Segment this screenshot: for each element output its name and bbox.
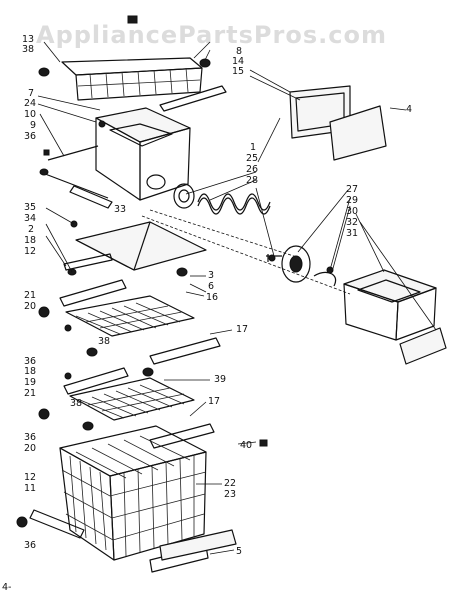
- label-17b: 17: [208, 396, 220, 407]
- label-26: 26: [246, 164, 258, 175]
- top-shelf-frame: [61, 57, 203, 101]
- label-21b: 21: [24, 388, 36, 399]
- label-13: 13: [22, 34, 34, 45]
- label-31: 31: [346, 228, 358, 239]
- label-2: 2: [28, 224, 34, 235]
- label-8: 8: [236, 46, 242, 57]
- label-36c: 36: [24, 432, 36, 443]
- label-39: 39: [214, 374, 226, 385]
- label-20b: 20: [24, 443, 36, 454]
- label-4: 4: [406, 104, 412, 115]
- shelf-bracket-small: [38, 15, 211, 77]
- label-36: 36: [24, 131, 36, 142]
- label-20: 20: [24, 301, 36, 312]
- label-30: 30: [346, 206, 358, 217]
- label-18: 18: [24, 235, 36, 246]
- ice-bin-housing: [95, 107, 191, 201]
- wire-shelf-upper: [38, 279, 195, 337]
- label-22: 22: [224, 478, 236, 489]
- fastener-misc: [43, 149, 72, 380]
- shelf-trim-lower: [149, 423, 215, 449]
- label-38b: 38: [98, 336, 110, 347]
- label-14: 14: [232, 56, 244, 67]
- basket-front-trim: [149, 529, 237, 573]
- label-36b: 36: [24, 356, 36, 367]
- label-15: 15: [232, 66, 244, 77]
- label-27: 27: [346, 184, 358, 195]
- label-12: 12: [24, 246, 36, 257]
- label-33: 33: [114, 204, 126, 215]
- auger-spring: [141, 183, 351, 295]
- label-17: 17: [236, 324, 248, 335]
- leader-lines: [37, 41, 437, 555]
- screw-40: [259, 439, 268, 447]
- label-16: 16: [206, 292, 218, 303]
- label-11: 11: [24, 483, 36, 494]
- label-7: 7: [28, 88, 34, 99]
- label-24: 24: [24, 98, 36, 109]
- label-29: 29: [346, 195, 358, 206]
- label-1: 1: [250, 142, 256, 153]
- label-38c: 38: [70, 398, 82, 409]
- label-23: 23: [224, 489, 236, 500]
- label-3: 3: [208, 270, 214, 281]
- label-21: 21: [24, 290, 36, 301]
- label-12b: 12: [24, 472, 36, 483]
- watermark-text: AppliancePartsPros.com: [36, 21, 387, 49]
- label-10: 10: [24, 109, 36, 120]
- basket-rail: [16, 509, 85, 539]
- label-28: 28: [246, 175, 258, 186]
- label-38: 38: [22, 44, 34, 55]
- dispenser-bucket: [343, 269, 447, 365]
- label-25: 25: [246, 153, 258, 164]
- label-6: 6: [208, 281, 214, 292]
- label-19: 19: [24, 377, 36, 388]
- label-35: 35: [24, 202, 36, 213]
- crusher-assembly: [266, 245, 337, 287]
- label-40: 40: [240, 440, 252, 451]
- label-5: 5: [236, 546, 242, 557]
- label-34: 34: [24, 213, 36, 224]
- label-18b: 18: [24, 366, 36, 377]
- auger-rod: [39, 145, 113, 209]
- funnel-tray: [63, 220, 207, 277]
- shelf-trim-upper: [86, 337, 221, 365]
- front-panel: [249, 69, 407, 161]
- label-9: 9: [30, 120, 36, 131]
- wire-basket: [59, 425, 207, 561]
- wire-shelf-lower: [38, 367, 195, 431]
- corner-mark: 4-: [2, 582, 11, 593]
- label-36d: 36: [24, 540, 36, 551]
- trim-strip: [159, 85, 227, 112]
- callout-labels: 13 38 8 14 15 4 7 24 10 9 36 1 25 26 28 …: [2, 34, 412, 593]
- label-32: 32: [346, 217, 358, 228]
